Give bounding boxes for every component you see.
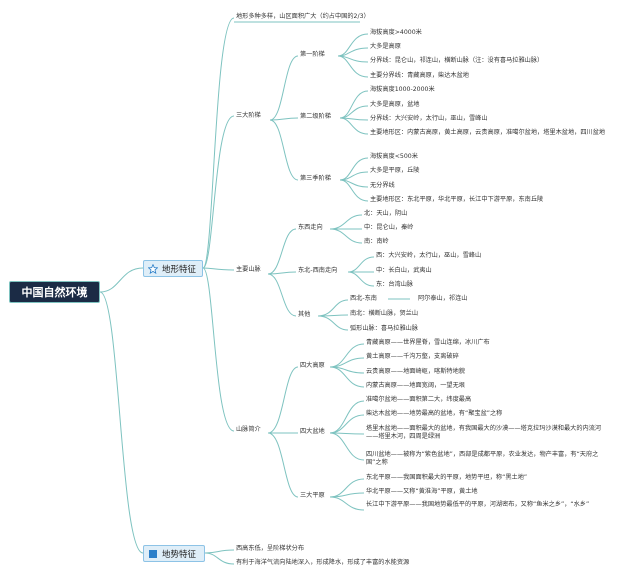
plateau-item[interactable]: 云贵高原——地面崎岖，喀斯特地貌 xyxy=(366,368,465,375)
plain-item[interactable]: 东北平原——我国面积最大的平原，地势平坦，称“黑土地” xyxy=(366,474,528,481)
landforms-topic[interactable]: 山脉简介 xyxy=(236,426,261,433)
mountain-item[interactable]: 南：南岭 xyxy=(364,238,389,245)
basins-label[interactable]: 四大盆地 xyxy=(300,428,325,435)
ew-label[interactable]: 东西走向 xyxy=(298,224,323,231)
step-item[interactable]: 大多是高原，盆地 xyxy=(370,101,420,108)
plateaus-label[interactable]: 四大高原 xyxy=(300,362,325,369)
mountain-item[interactable]: 中：长白山，武夷山 xyxy=(376,267,432,274)
steps-topic[interactable]: 三大阶梯 xyxy=(236,112,261,119)
main-topic-terrain[interactable]: 地形特征 xyxy=(143,260,203,277)
relief-item[interactable]: 西高东低，呈阶梯状分布 xyxy=(236,545,305,552)
mountain-item[interactable]: 弧形山脉：喜马拉雅山脉 xyxy=(350,325,419,332)
step-3-label[interactable]: 第三季阶梯 xyxy=(300,175,331,182)
mountain-item[interactable]: 东：台湾山脉 xyxy=(376,281,414,288)
step-item[interactable]: 海拔高度1000-2000米 xyxy=(370,86,435,93)
step-item[interactable]: 海拔高度<500米 xyxy=(370,153,418,160)
basin-item[interactable]: 柴达木盆地——地势最高的盆地，有“聚宝盆”之称 xyxy=(366,410,503,417)
main-topic-relief[interactable]: 地势特征 xyxy=(143,545,205,562)
step-item[interactable]: 无分界线 xyxy=(370,182,395,189)
main-topic-label: 地形特征 xyxy=(162,264,197,275)
step-item[interactable]: 大多是高原 xyxy=(370,43,401,50)
terrain-overview[interactable]: 地形多种多样，山区面积广大（约占中国的2/3） xyxy=(236,13,370,20)
star-icon xyxy=(148,263,158,274)
step-item[interactable]: 分界线：昆仑山，祁连山，横断山脉（注：没有喜马拉雅山脉） xyxy=(370,57,544,64)
plateau-item[interactable]: 内蒙古高原——地面宽阔，一望无垠 xyxy=(366,382,465,389)
step-2-label[interactable]: 第二级阶梯 xyxy=(300,113,331,120)
mountain-item[interactable]: 中：昆仑山，秦岭 xyxy=(364,224,414,231)
step-item[interactable]: 大多是平原，丘陵 xyxy=(370,167,420,174)
mountain-item[interactable]: 北：天山，阴山 xyxy=(364,210,408,217)
step-item[interactable]: 分界线：大兴安岭，太行山，巫山，雪峰山 xyxy=(370,115,488,122)
plateau-item[interactable]: 青藏高原——世界屋脊，雪山连绵，冰川广布 xyxy=(366,339,490,346)
plain-item[interactable]: 长江中下游平原——我国地势最低平的平原，河湖密布，又称“鱼米之乡”，“水乡” xyxy=(366,501,590,508)
plateau-item[interactable]: 黄土高原——千沟万壑，支离破碎 xyxy=(366,353,459,360)
step-item[interactable]: 主要地形区：东北平原，华北平原，长江中下游平原，东南丘陵 xyxy=(370,196,544,203)
plains-label[interactable]: 三大平原 xyxy=(300,492,325,499)
relief-item[interactable]: 有利于海洋气流向陆地深入，形成降水，形成了丰富的水能资源 xyxy=(236,559,410,566)
basin-item[interactable]: 塔里木盆地——面积最大的盆地，有我国最大的沙漠——塔克拉玛沙漠和最大的内流河——… xyxy=(366,425,602,440)
mountain-item[interactable]: 阿尔泰山，祁连山 xyxy=(418,295,468,302)
mountain-item[interactable]: 南北：横断山脉，贺兰山 xyxy=(350,310,419,317)
mountains-topic[interactable]: 主要山脉 xyxy=(236,266,261,273)
plain-item[interactable]: 华北平原——又称“黄淮海”平原，黄土地 xyxy=(366,488,478,495)
step-1-label[interactable]: 第一阶梯 xyxy=(300,51,325,58)
basin-item[interactable]: 四川盆地——被称为“紫色盆地”，西部是成都平原，农业发达，物产丰富，有“天府之国… xyxy=(366,451,599,466)
main-topic-label: 地势特征 xyxy=(162,549,197,560)
mountain-item[interactable]: 西北-东南 xyxy=(350,295,377,302)
flag-icon xyxy=(149,549,157,558)
step-item[interactable]: 主要地形区：内蒙古高原，黄土高原，云贵高原，准噶尔盆地，塔里木盆地，四川盆地 xyxy=(370,129,606,136)
nesw-label[interactable]: 东北-西南走向 xyxy=(298,267,338,274)
basin-item[interactable]: 准噶尔盆地——面积第二大，纬度最高 xyxy=(366,396,472,403)
mountain-item[interactable]: 西：大兴安岭，太行山，巫山，雪峰山 xyxy=(376,252,482,259)
root-topic[interactable]: 中国自然环境 xyxy=(9,281,100,303)
step-item[interactable]: 主要分界线：青藏高原，柴达木盆地 xyxy=(370,72,469,79)
step-item[interactable]: 海拔高度>4000米 xyxy=(370,29,422,36)
other-label[interactable]: 其他 xyxy=(298,311,311,318)
